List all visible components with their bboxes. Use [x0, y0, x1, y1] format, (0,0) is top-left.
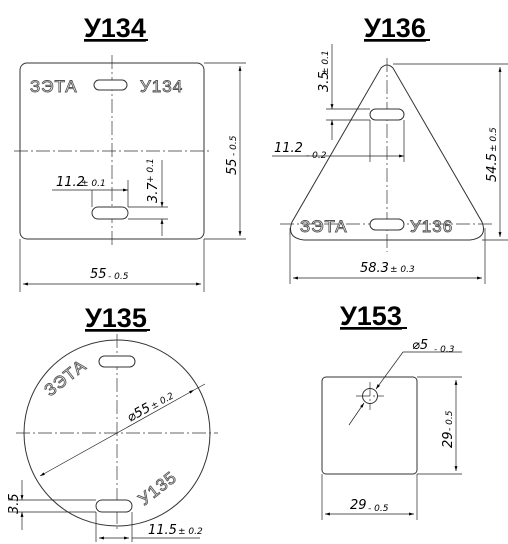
hole-value: ⌀5	[412, 338, 428, 353]
height-tolerance: - 0.5	[229, 135, 239, 156]
slot-width-tolerance: ± 0.2	[178, 527, 203, 537]
bottom-slot	[91, 206, 129, 220]
engraving-model: У136	[410, 217, 453, 236]
slot-width-value: 11.2	[56, 175, 85, 190]
part-title-u135: У135	[85, 303, 147, 333]
hole-leader-line	[375, 351, 404, 390]
height-tolerance: - 0.5	[445, 410, 455, 431]
slot-width-tolerance: ± 0.1	[81, 179, 106, 189]
height-value: 29	[441, 431, 456, 448]
part-title-u136: У136	[364, 13, 426, 43]
top-slot	[369, 108, 405, 121]
slot-width-value: 11.2	[274, 141, 303, 156]
engraving-zeta: ЗЭТА	[41, 356, 90, 400]
slot-height-tolerance: + 0.1	[146, 158, 156, 183]
part-u136: У136 ЗЭТА У136 3.5 ± 0.1 11.2 - 0.2 54.5	[272, 13, 508, 284]
height-value: 55	[225, 158, 240, 175]
width-tolerance: ± 0.3	[390, 265, 415, 275]
slot-height-value: 3.5	[317, 71, 332, 92]
bottom-slot	[369, 218, 405, 231]
width-tolerance: - 0.5	[368, 504, 389, 514]
width-value: 58.3	[360, 261, 389, 276]
width-tolerance: - 0.5	[108, 272, 129, 282]
leader-line	[193, 383, 206, 391]
engraving-model: У135	[135, 468, 181, 510]
part-title-u153: У153	[340, 301, 402, 331]
slot-width-value: 11.5	[148, 523, 177, 538]
square-plate-u153	[321, 376, 418, 475]
bottom-slot	[95, 499, 133, 513]
top-slot	[98, 355, 136, 368]
width-value: 29	[350, 498, 367, 513]
slot-height-value: 3.7	[146, 182, 161, 203]
engraving-model: У134	[140, 77, 183, 96]
part-u135: У135 ЗЭТА У135 ⌀55 ± 0.2 3.5 11.5	[7, 303, 218, 542]
slot-height-tolerance: ± 0.1	[321, 50, 331, 75]
part-u153: У153 ⌀5 - 0.3 29 - 0.5 29 - 0.5	[321, 301, 462, 520]
hole-tolerance: - 0.3	[434, 345, 455, 355]
engraving-zeta: ЗЭТА	[30, 77, 78, 96]
slot-width-tolerance: - 0.2	[306, 151, 327, 161]
height-value: 54.5	[485, 153, 500, 182]
engraving-zeta: ЗЭТА	[300, 217, 348, 236]
top-slot	[93, 79, 128, 91]
part-title-u134: У134	[84, 13, 146, 43]
diameter-dimension-line	[39, 389, 195, 477]
height-tolerance: ± 0.5	[489, 127, 499, 152]
width-value: 55	[90, 267, 107, 282]
part-u134: У134 ЗЭТА У134 55 - 0.5 55 - 0.5 11.2 ± …	[14, 13, 246, 292]
triangle-plate-u136	[290, 64, 484, 241]
diameter-tolerance: ± 0.2	[149, 391, 176, 412]
slot-height-value: 3.5	[7, 493, 22, 514]
hole-leader-line	[348, 402, 365, 426]
